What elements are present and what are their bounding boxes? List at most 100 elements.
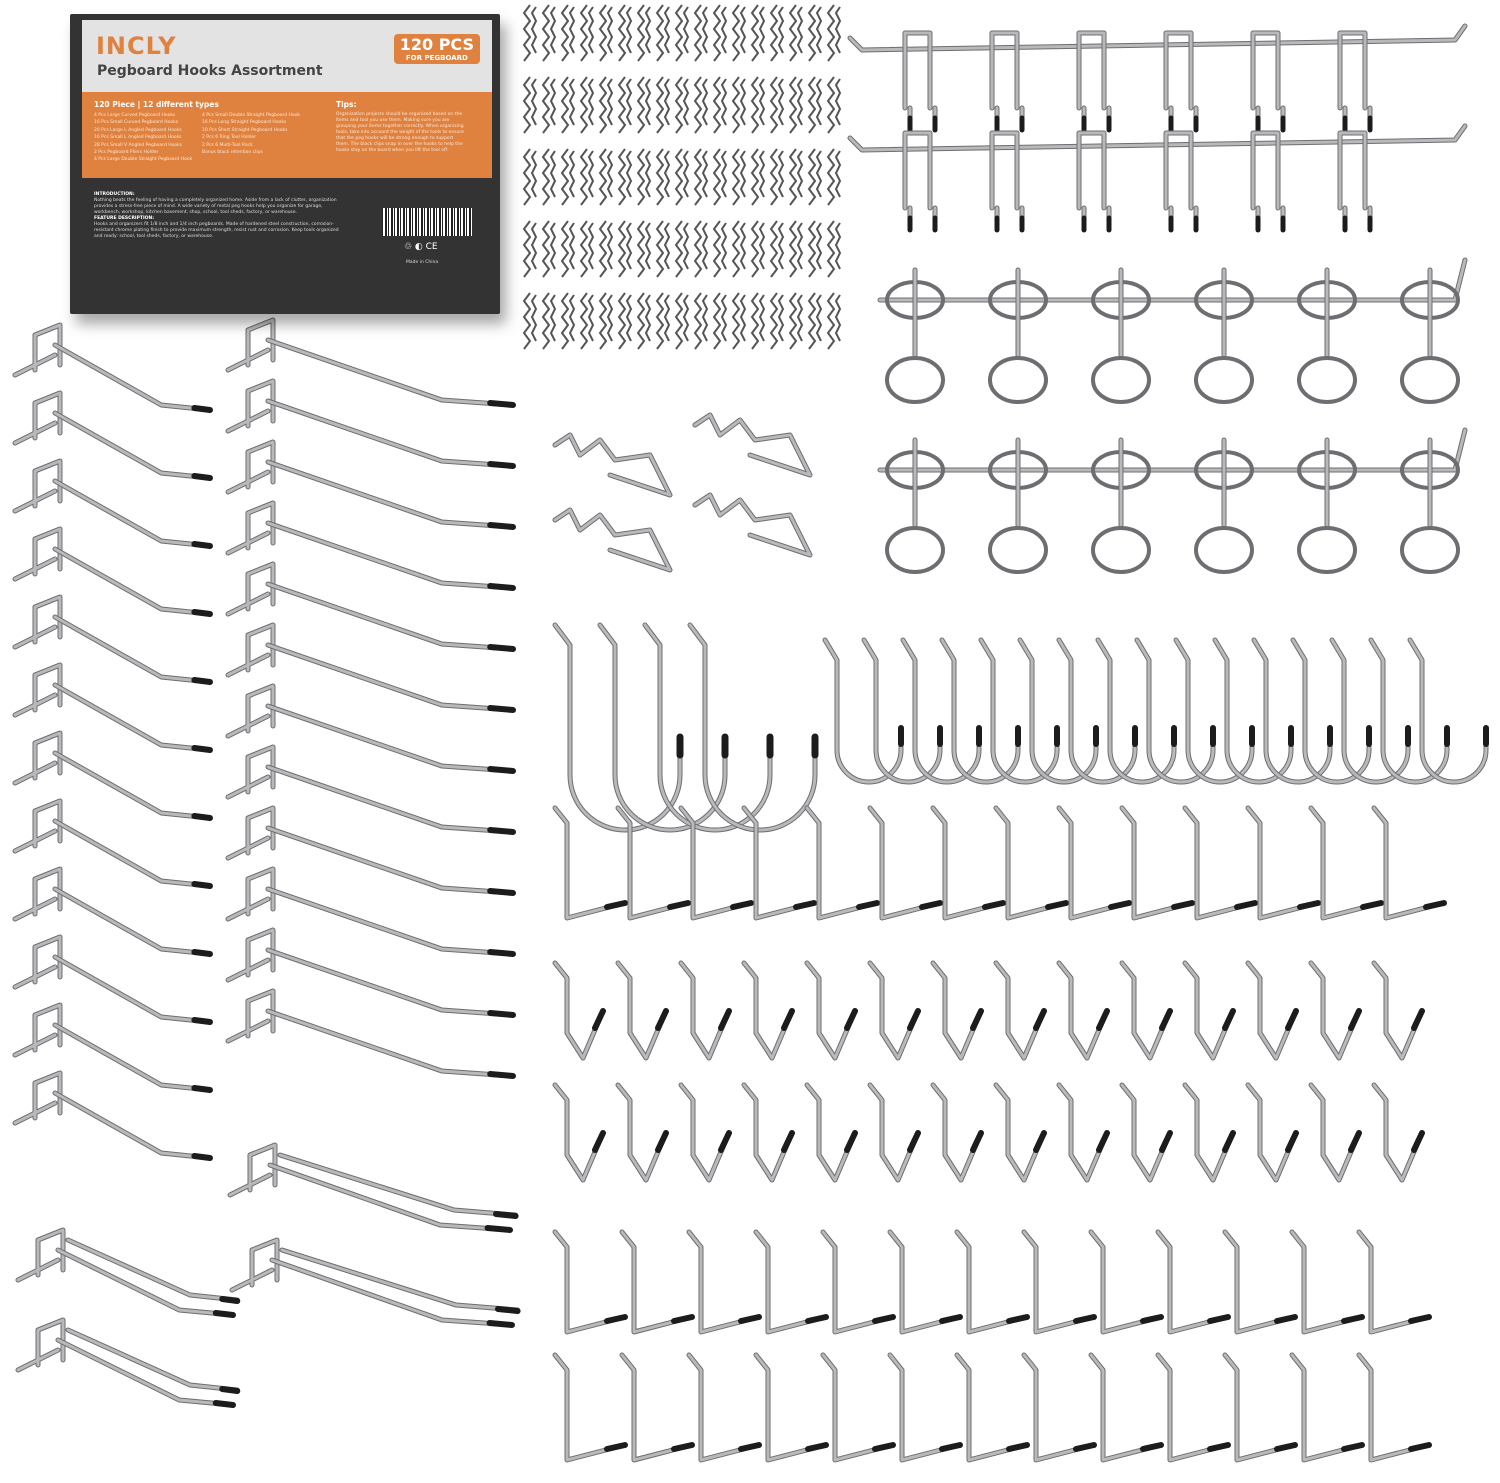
black-tip <box>844 1008 858 1031</box>
retention-clip <box>560 292 576 350</box>
small-curved-hook <box>1329 637 1411 785</box>
black-tip <box>487 1071 516 1079</box>
small-v-angled-hook <box>552 960 606 1061</box>
box-subtitle: Pegboard Hooks Assortment <box>97 63 323 79</box>
black-tip <box>212 1400 236 1408</box>
retention-clip <box>560 220 576 278</box>
black-tip <box>655 1130 669 1153</box>
small-curved-hook <box>861 637 943 785</box>
black-tip <box>1408 1314 1432 1324</box>
retention-clip <box>617 292 633 350</box>
retention-clip <box>655 148 671 206</box>
black-tip <box>1171 900 1195 910</box>
intro-heading: INTRODUCTION: <box>94 192 135 197</box>
lower-ring <box>885 526 945 574</box>
small-v-angled-hook <box>552 1082 606 1183</box>
lower-ring <box>988 526 1048 574</box>
black-tip <box>1285 1008 1299 1031</box>
retention-clip <box>807 76 823 134</box>
retention-clip <box>674 292 690 350</box>
small-v-angled-hook <box>993 960 1047 1061</box>
black-tip <box>487 644 516 652</box>
black-tip <box>191 745 213 753</box>
large-curved-hook <box>687 622 819 833</box>
large-l-angled-hook <box>1371 805 1447 921</box>
black-tip <box>671 1314 695 1324</box>
small-v-angled-hook <box>678 1082 732 1183</box>
retention-clip <box>541 292 557 350</box>
retention-clip <box>674 76 690 134</box>
retention-clip <box>579 4 595 62</box>
retention-clip <box>826 76 842 134</box>
retention-clip <box>522 292 538 350</box>
black-tip <box>191 1017 213 1025</box>
retention-clip <box>807 4 823 62</box>
small-l-angled-hook <box>887 1229 963 1335</box>
barcode <box>382 208 472 236</box>
black-tip <box>738 1314 762 1324</box>
list-item: 16 Pcs Small Curved Pegboard Hooks <box>94 120 179 126</box>
lower-ring <box>1091 356 1151 404</box>
black-tip <box>1159 1130 1173 1153</box>
retention-clip <box>769 220 785 278</box>
small-curved-hook <box>1212 637 1294 785</box>
list-item: 28 Pcs Small V Angled Pegboard Hooks <box>94 142 183 148</box>
feature-text: Hooks and organizers fit 1/8 inch and 1/… <box>94 222 339 239</box>
retention-clip <box>617 148 633 206</box>
small-v-angled-hook <box>615 1082 669 1183</box>
small-l-angled-hook <box>1222 1352 1298 1463</box>
black-tip <box>1006 1442 1030 1452</box>
black-tip <box>1297 900 1321 910</box>
black-tip <box>212 1310 236 1318</box>
small-l-angled-hook <box>1155 1229 1231 1335</box>
small-l-angled-hook <box>954 1229 1030 1335</box>
large-l-angled-hook <box>1308 805 1384 921</box>
retention-clip <box>731 292 747 350</box>
black-tip <box>1073 1314 1097 1324</box>
black-tip <box>592 1130 606 1153</box>
retention-clip <box>788 220 804 278</box>
small-l-angled-hook <box>1289 1352 1365 1463</box>
large-l-angled-hook <box>930 805 1006 921</box>
small-v-angled-hook <box>1371 960 1425 1061</box>
retention-clip <box>655 292 671 350</box>
black-tip <box>191 473 213 481</box>
small-l-angled-hook <box>1021 1229 1097 1335</box>
small-l-angled-hook <box>619 1352 695 1463</box>
black-tip <box>493 1211 519 1219</box>
small-v-angled-hook <box>804 960 858 1061</box>
box-contents-panel: 120 Piece | 12 different types 4 Pcs Lar… <box>82 92 492 178</box>
badge-sub: FOR PEGBOARD <box>405 54 468 62</box>
black-tip <box>970 1130 984 1153</box>
small-v-angled-hook <box>678 960 732 1061</box>
small-v-angled-hook <box>741 1082 795 1183</box>
list-item: 16 Pcs Small L Angled Pegboard Hooks <box>94 135 182 141</box>
black-tip <box>738 1442 762 1452</box>
small-v-angled-hook <box>993 1082 1047 1183</box>
retention-clip <box>674 4 690 62</box>
black-tip <box>1222 1130 1236 1153</box>
black-tip <box>486 1320 515 1328</box>
small-l-angled-hook <box>552 1229 628 1335</box>
small-l-angled-hook <box>1088 1352 1164 1463</box>
black-tip <box>1140 1442 1164 1452</box>
black-tip <box>1108 900 1132 910</box>
list-item: 2 Pcs Pegboard Pliers Holder <box>94 150 159 156</box>
black-tip <box>487 827 516 835</box>
lower-ring <box>1194 526 1254 574</box>
small-v-angled-hook <box>1182 1082 1236 1183</box>
retention-clip <box>541 148 557 206</box>
retention-clip <box>788 292 804 350</box>
small-v-angled-hook <box>930 960 984 1061</box>
retention-clip <box>731 4 747 62</box>
small-l-angled-hook <box>1356 1352 1432 1463</box>
black-tip <box>872 1314 896 1324</box>
black-tip <box>718 1130 732 1153</box>
product-box: INCLY Pegboard Hooks Assortment 120 PCS … <box>70 14 500 314</box>
retention-clip <box>636 292 652 350</box>
retention-clip <box>655 4 671 62</box>
retention-clip <box>541 76 557 134</box>
retention-clip <box>579 76 595 134</box>
black-tip <box>939 1314 963 1324</box>
